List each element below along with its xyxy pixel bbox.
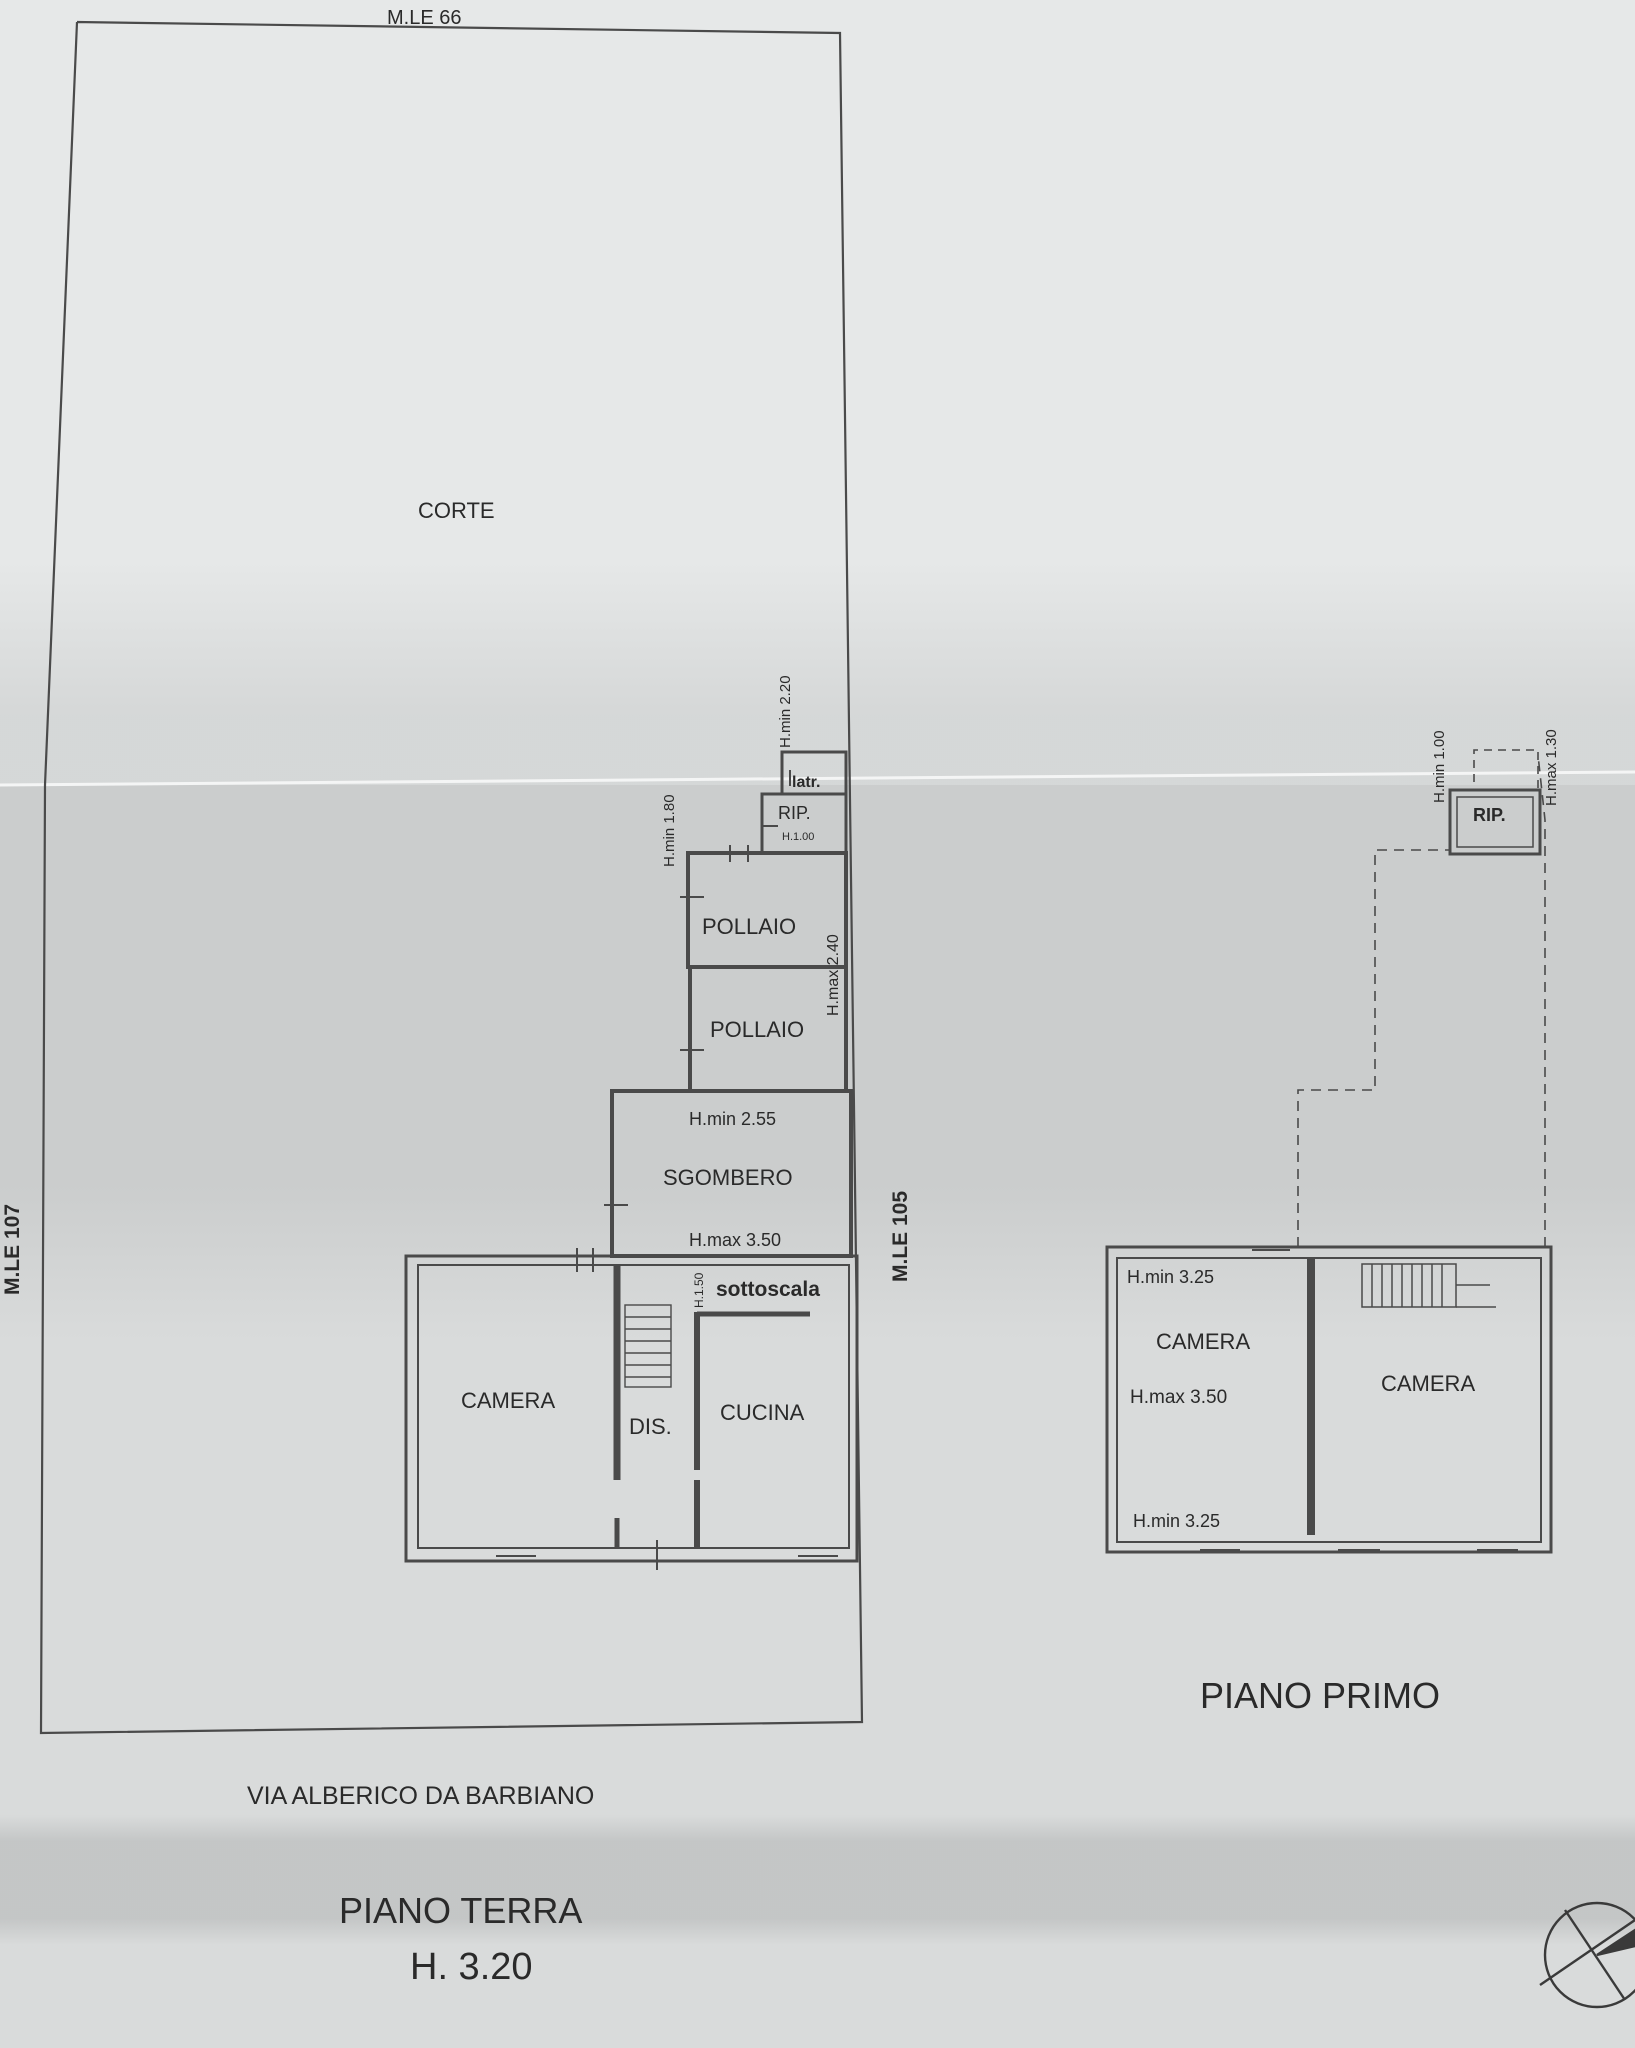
room-label-latrine: latr. <box>792 774 821 791</box>
first-floor-title: PIANO PRIMO <box>1200 1675 1441 1716</box>
ground-openings <box>496 770 838 1570</box>
toner-band <box>0 560 1635 1340</box>
neighbor-label-top: M.LE 66 <box>387 7 462 29</box>
first-floor-inner-wall <box>1116 1257 1542 1543</box>
height-label-camera-hmin-top: H.min 3.25 <box>1127 1267 1215 1287</box>
court-label: CORTE <box>418 498 495 523</box>
room-label-camera: CAMERA <box>461 1388 556 1413</box>
room-label-first-camera-left: CAMERA <box>1156 1329 1251 1354</box>
room-label-cucina: CUCINA <box>720 1400 805 1425</box>
terrace-dashed-outline <box>1297 849 1450 1247</box>
room-label-dis: DIS. <box>629 1414 672 1439</box>
room-label-pollaio-1: POLLAIO <box>702 914 797 939</box>
ground-floor-title: PIANO TERRA <box>339 1890 583 1931</box>
house-outer-wall <box>404 1254 859 1563</box>
height-label-sottoscala: H.1.50 <box>692 1272 706 1308</box>
neighbor-label-left: M.LE 107 <box>1 1203 24 1295</box>
first-floor-stairs <box>1361 1263 1496 1308</box>
first-floor-openings <box>1200 1249 1518 1551</box>
height-label-camera-hmax: H.max 3.50 <box>1130 1387 1228 1408</box>
paper-fold <box>0 770 1635 787</box>
height-label-sgombero-hmin: H.min 2.55 <box>689 1109 777 1129</box>
room-label-sottoscala: sottoscala <box>716 1278 820 1301</box>
room-label-first-camera-right: CAMERA <box>1381 1371 1476 1396</box>
first-floor-plan <box>1105 749 1553 1554</box>
ground-floor-height: H. 3.20 <box>410 1946 533 1988</box>
height-label-pollaio-hmin: H.min 1.80 <box>661 794 678 867</box>
height-label-latrine-hmin: H.min 2.20 <box>777 675 794 748</box>
ground-stairs <box>624 1304 672 1388</box>
height-label-camera-hmin-bottom: H.min 3.25 <box>1133 1511 1221 1531</box>
room-label-rip: RIP. <box>778 803 811 823</box>
toner-band-bottom <box>0 1815 1635 1945</box>
ground-floor-plan <box>39 20 864 1735</box>
neighbor-label-right: M.LE 105 <box>889 1190 912 1282</box>
first-floor-rip-wall <box>1448 788 1542 856</box>
house-inner-wall <box>417 1264 850 1549</box>
terrace-dashed-outline-right <box>1537 754 1546 1247</box>
height-label-sgombero-hmax: H.max 3.50 <box>689 1230 782 1250</box>
north-arrow <box>1539 1901 1635 2009</box>
height-label-rip-hmin: H.min 1.00 <box>1431 730 1448 803</box>
street-label: VIA ALBERICO DA BARBIANO <box>247 1782 595 1810</box>
room-label-sgombero: SGOMBERO <box>663 1165 793 1190</box>
rip-dashed-outline <box>1473 749 1539 790</box>
height-label-rip: H.1.00 <box>782 831 815 843</box>
room-label-first-rip: RIP. <box>1473 805 1506 825</box>
first-floor-outer-wall <box>1105 1245 1553 1554</box>
property-boundary <box>39 20 864 1735</box>
height-label-rip-hmax: H.max 1.30 <box>1543 729 1560 806</box>
first-floor-rip-inner <box>1456 796 1534 848</box>
room-label-pollaio-2: POLLAIO <box>710 1017 805 1042</box>
height-label-pollaio-hmax: H.max 2.40 <box>825 934 842 1016</box>
